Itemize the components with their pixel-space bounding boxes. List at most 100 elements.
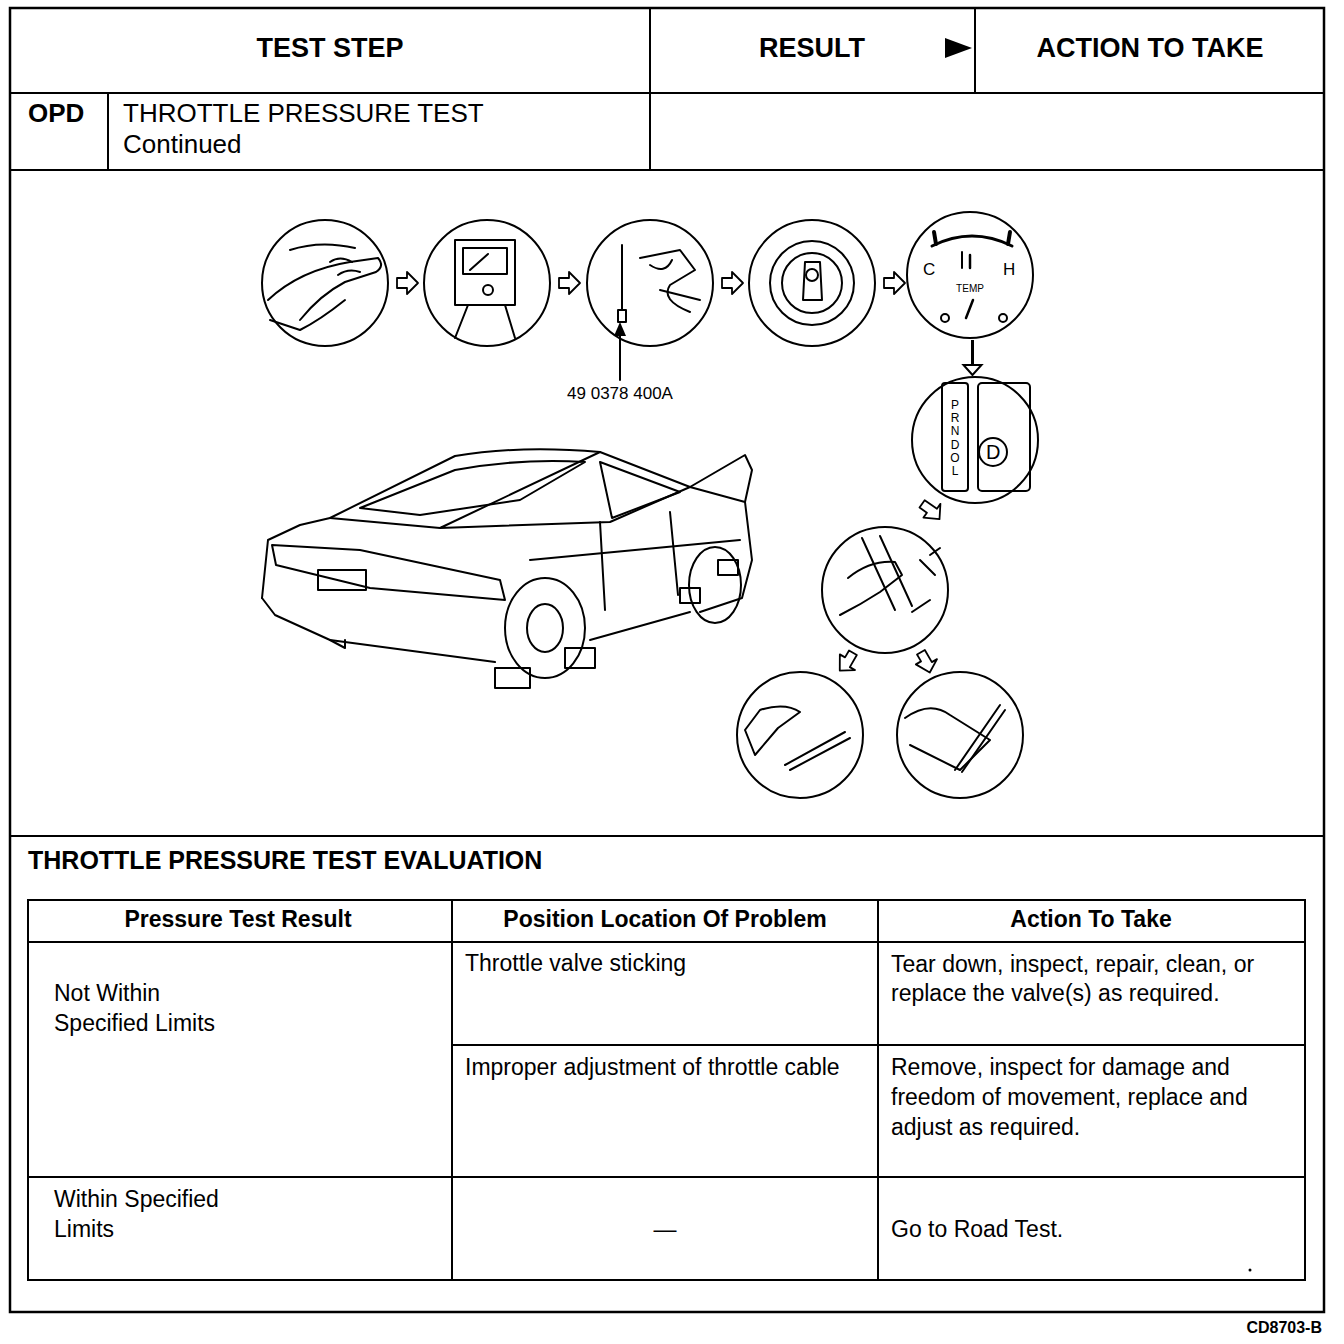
grid-line (452, 1044, 1305, 1046)
connector-line (971, 340, 974, 365)
gauge-mark: C (923, 260, 935, 280)
grid-line (10, 92, 1324, 94)
step-circle (737, 672, 863, 798)
thermometer-symbol (969, 255, 972, 268)
hand-sketch (290, 244, 360, 275)
step-circle (749, 220, 875, 346)
meter-face (463, 248, 507, 274)
step-circle (424, 220, 550, 346)
rear-wheel (505, 578, 585, 678)
table-cell: — (654, 1216, 677, 1244)
license-plate (318, 570, 366, 590)
table-header: Action To Take (1010, 906, 1171, 934)
table-cell: Tear down, inspect, repair, clean, or re… (891, 950, 1296, 1008)
table-cell: Go to Road Test. (891, 1216, 1063, 1244)
circle-outline (910, 375, 1040, 505)
ignition-key (806, 269, 818, 281)
front-wheel (689, 547, 741, 623)
grid-line (877, 900, 879, 1280)
car-body (590, 612, 690, 640)
dot (1249, 1269, 1252, 1272)
step-title: THROTTLE PRESSURE TEST (123, 98, 484, 129)
grid-line (10, 835, 1324, 837)
transaxle-sketch (650, 260, 700, 300)
meter-knob (483, 285, 493, 295)
meter-lead (455, 305, 515, 338)
pedal-sketch (785, 732, 850, 770)
pedal-sketch (862, 536, 912, 610)
meter-needle (470, 254, 488, 270)
gauge-tick (1008, 232, 1010, 244)
grid-line (649, 8, 651, 170)
circle-outline (907, 212, 1033, 338)
table-cell: Not Within Specified Limits (54, 978, 224, 1038)
flow-arrow (559, 272, 580, 294)
gauge-screw (999, 314, 1007, 322)
column-header: ACTION TO TAKE (1037, 32, 1264, 64)
table-cell: Remove, inspect for damage and freedom o… (891, 1052, 1296, 1142)
temperature-gauge-circle: C H TEMP (905, 210, 1035, 340)
side-window (600, 462, 680, 518)
step-circle (587, 220, 713, 346)
result-arrow-symbol (945, 38, 972, 58)
arrowhead (964, 365, 982, 375)
table-cell: Throttle valve sticking (465, 950, 686, 978)
gauge-label: TEMP (956, 283, 984, 295)
grid-line (28, 941, 1305, 943)
car-roofline (330, 452, 690, 528)
evaluation-table-border (28, 900, 1305, 1280)
flow-arrow (916, 495, 947, 525)
wheel-chock (495, 648, 595, 688)
pedal-sketch (955, 705, 1005, 772)
grid-line (451, 900, 453, 1280)
outer-border (10, 8, 1324, 1312)
exhaust-pipe (330, 640, 345, 648)
figure-code: CD8703-B (1246, 1318, 1322, 1337)
flow-arrow (722, 272, 743, 294)
rear-window (360, 461, 585, 515)
gauge-screw (941, 314, 949, 322)
gauge-arc (932, 236, 1012, 246)
transaxle-sketch (640, 250, 695, 312)
shift-lever-circle: PRNDOLD (910, 375, 1040, 505)
motion-arrow (912, 600, 930, 612)
ignition-key (803, 262, 822, 300)
column-header: RESULT (759, 32, 865, 64)
lever-sketch (270, 300, 345, 330)
gauge-mark: H (1003, 260, 1015, 280)
raised-hood (690, 455, 752, 502)
car-body (262, 598, 495, 662)
door-line (600, 512, 678, 610)
grid-line (974, 8, 976, 93)
gear-positions: PRNDOL (949, 399, 961, 478)
shift-indicator (942, 383, 968, 491)
gauge-tick (934, 232, 936, 244)
table-header: Pressure Test Result (124, 906, 351, 934)
step-circle (897, 672, 1023, 798)
tail-lights (272, 545, 505, 600)
leader-arrowhead (614, 322, 626, 336)
pressure-gauge-hose (618, 245, 626, 322)
column-header: TEST STEP (256, 32, 403, 64)
overdrive-ring (979, 438, 1007, 466)
ignition-switch (770, 241, 854, 325)
table-cell: Improper adjustment of throttle cable (465, 1052, 860, 1082)
circle-outline (912, 377, 1038, 503)
thermometer-symbol (961, 252, 963, 268)
body-line (530, 540, 740, 560)
step-circle (262, 220, 388, 346)
car-body (262, 449, 752, 612)
grid-line (10, 169, 1324, 171)
section-heading: THROTTLE PRESSURE TEST EVALUATION (28, 845, 542, 875)
rear-wheel-hub (527, 604, 563, 652)
flow-connector (964, 340, 982, 375)
grid-line (28, 1176, 1305, 1178)
table-header: Position Location Of Problem (503, 906, 826, 934)
flow-arrow (397, 272, 418, 294)
grid-line (107, 93, 109, 170)
step-circle (822, 527, 948, 653)
flow-arrow (833, 647, 862, 677)
ignition-switch (782, 253, 842, 313)
